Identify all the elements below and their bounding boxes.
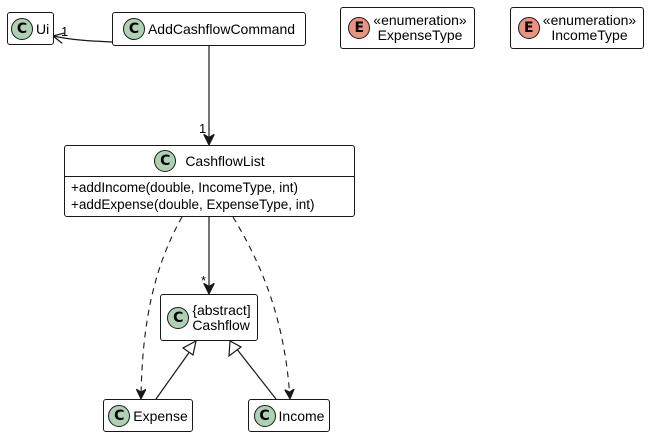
enum-title: «enumeration» ExpenseType <box>373 13 466 43</box>
class-title: {abstract] Cashflow <box>192 301 251 333</box>
class-ui[interactable]: C Ui <box>7 12 54 45</box>
multiplicity-ui: 1 <box>61 24 69 39</box>
class-icon: C <box>122 18 145 40</box>
class-name: Cashflow <box>192 316 250 333</box>
class-expense[interactable]: C Expense <box>103 399 193 432</box>
class-modifier: {abstract] <box>192 301 251 318</box>
edge-expense-extends-cashflow <box>155 346 194 400</box>
edge-command-to-ui <box>53 36 113 42</box>
enum-name: IncomeType <box>551 27 628 43</box>
class-cashflow-list[interactable]: C CashflowList +addIncome(double, Income… <box>64 145 355 217</box>
class-income[interactable]: C Income <box>248 399 330 432</box>
class-icon: C <box>154 150 177 172</box>
enum-income-type[interactable]: E «enumeration» IncomeType <box>510 7 644 49</box>
class-name: AddCashflowCommand <box>147 21 296 37</box>
inheritance-triangle-expense <box>181 339 197 357</box>
class-name: Income <box>278 407 325 424</box>
method-add-income: +addIncome(double, IncomeType, int) <box>71 180 299 195</box>
class-add-cashflow-command[interactable]: C AddCashflowCommand <box>112 12 306 46</box>
class-name: Ui <box>36 20 50 37</box>
multiplicity-cashflow-list: 1 <box>199 121 207 136</box>
enum-name: ExpenseType <box>377 27 463 43</box>
class-icon: C <box>167 306 190 329</box>
method-add-expense: +addExpense(double, ExpenseType, int) <box>71 197 315 212</box>
class-divider <box>65 176 354 177</box>
edge-cashflowlist-to-income <box>232 216 290 399</box>
method-list: +addIncome(double, IncomeType, int) +add… <box>71 179 315 213</box>
enum-stereotype: «enumeration» <box>542 12 637 28</box>
class-cashflow[interactable]: C {abstract] Cashflow <box>160 294 258 341</box>
edge-income-extends-cashflow <box>235 347 277 400</box>
class-name: Expense <box>133 407 188 424</box>
class-name: CashflowList <box>185 153 265 169</box>
enum-expense-type[interactable]: E «enumeration» ExpenseType <box>340 7 475 49</box>
multiplicity-cashflow: * <box>201 273 207 288</box>
inheritance-triangle-income <box>228 340 243 358</box>
enum-stereotype: «enumeration» <box>373 12 467 28</box>
class-icon: C <box>253 404 276 427</box>
enum-title: «enumeration» IncomeType <box>543 13 636 43</box>
enum-icon: E <box>517 17 540 39</box>
enum-icon: E <box>348 17 371 39</box>
class-icon: C <box>11 17 33 40</box>
class-icon: C <box>108 404 131 427</box>
